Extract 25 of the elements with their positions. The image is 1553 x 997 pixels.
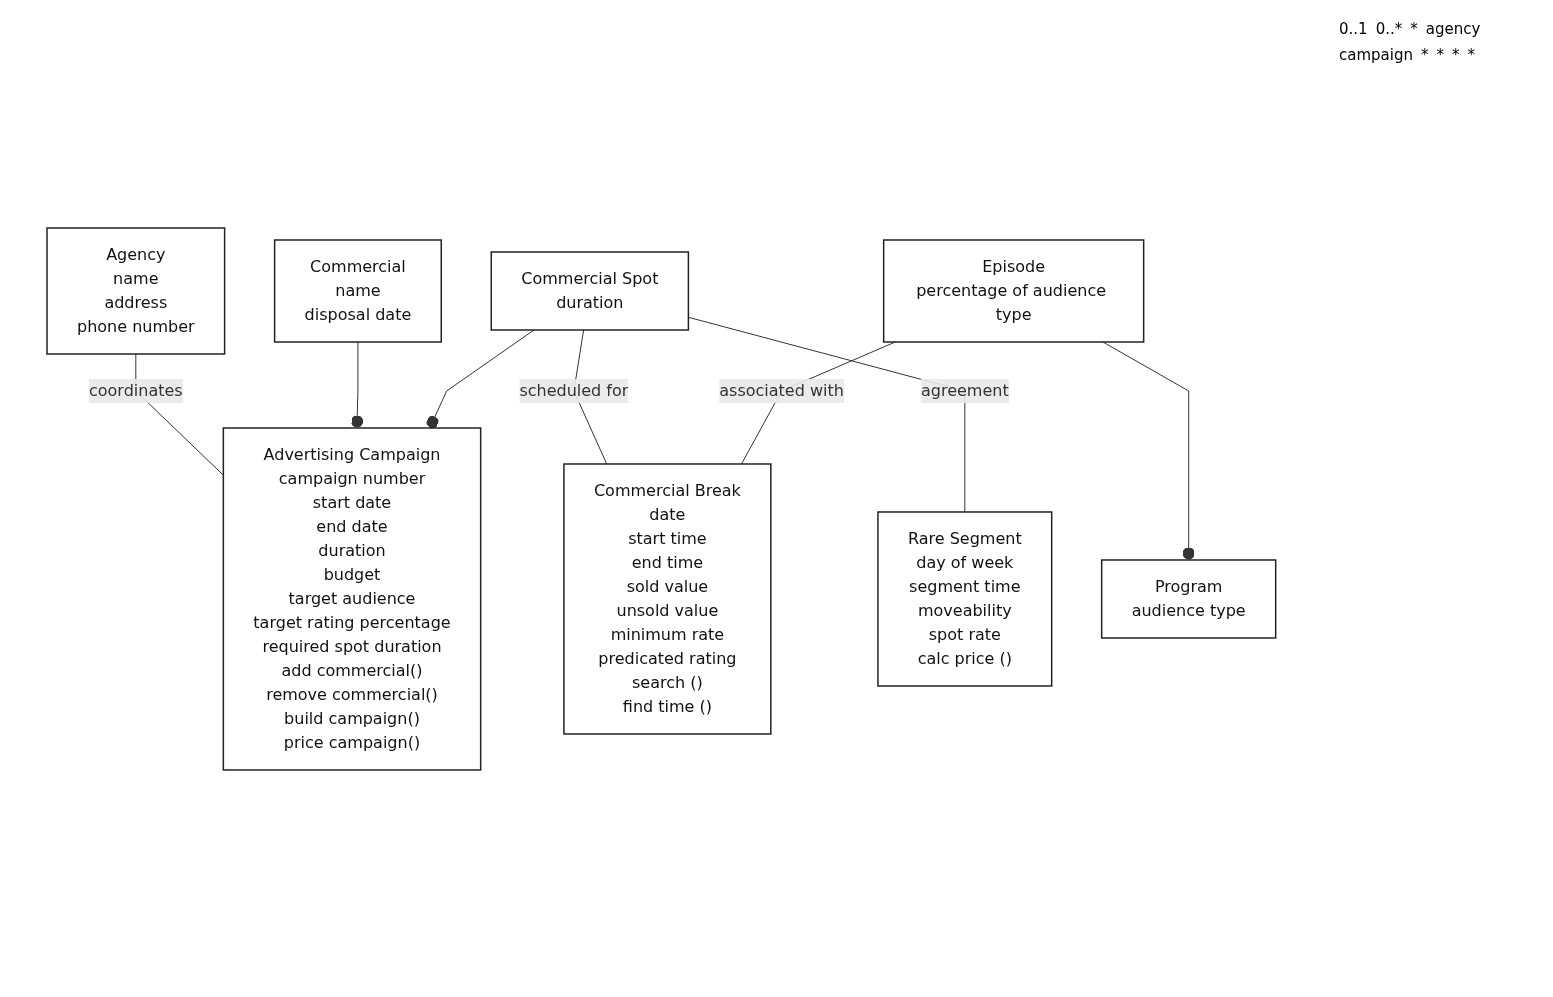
edge-label: agreement <box>921 380 1009 400</box>
node-box: Commercial Break date start time end time sold value unsold value minimum rate predicated rating search () find time () <box>563 462 772 735</box>
edge-label: scheduled for <box>519 380 629 400</box>
edge-label: associated with <box>719 380 845 400</box>
node-box: Rare Segment day of week segment time moveability spot rate calc price () <box>877 510 1053 687</box>
connector <box>1102 341 1195 560</box>
node-box: Agency name address phone number <box>46 226 226 355</box>
multiplicity-label: 0..* <box>1375 20 1403 38</box>
node-box: Program audience type <box>1101 558 1277 639</box>
edge-label: coordinates <box>89 380 183 400</box>
multiplicity-label: * <box>1436 46 1444 64</box>
connector <box>426 329 535 428</box>
node-box: Commercial name disposal date <box>274 238 443 343</box>
multiplicity-label: * <box>1451 46 1460 64</box>
connector <box>351 341 364 428</box>
multiplicity-label: campaign <box>1339 46 1413 64</box>
connector <box>688 316 966 512</box>
multiplicity-label: agency <box>1425 20 1481 38</box>
multiplicity-label: 0..1 <box>1339 20 1368 38</box>
multiplicity-label: * <box>1420 46 1429 64</box>
node-box: Commercial Spot duration <box>490 250 690 331</box>
node-box: Advertising Campaign campaign number start date end date duration budget target audience target rating percentage required spot duration add commercial() remove commercial() build campaign() price campaign() <box>222 426 482 771</box>
multiplicity-label: * <box>1467 46 1475 64</box>
node-box: Episode percentage of audience type <box>883 238 1145 343</box>
multiplicity-label: * <box>1410 20 1418 38</box>
